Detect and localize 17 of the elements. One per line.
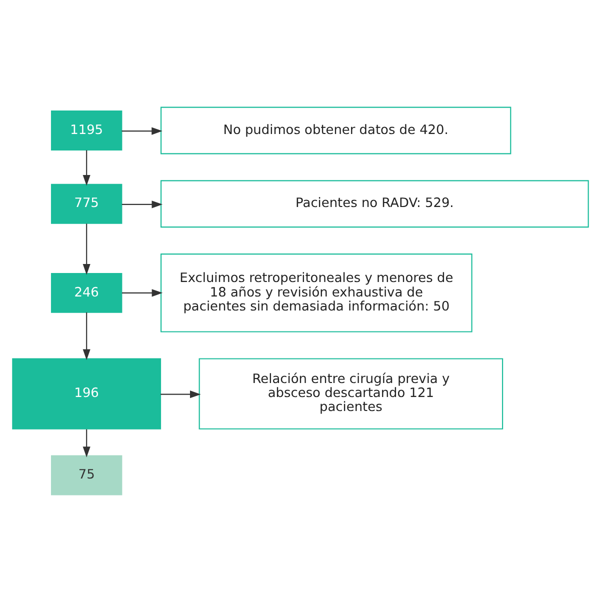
node-box: Excluimos retroperitoneales y menores de 18 años y revisión exhaustiva de pacientes sin demasiada información: 50	[160, 253, 472, 332]
arrow	[122, 200, 163, 208]
arrow	[82, 223, 90, 274]
arrow	[160, 390, 201, 398]
node-box: No pudimos obtener datos de 420.	[160, 106, 512, 154]
node-box: 196	[12, 358, 162, 429]
node-box: Relación entre cirugía previa y absceso descartando 121 pacientes	[198, 358, 504, 429]
node-box: Pacientes no RADV: 529.	[160, 180, 589, 228]
node-box: 75	[50, 454, 122, 495]
node-box: 775	[50, 183, 122, 224]
arrow	[82, 150, 90, 186]
node-box: 1195	[50, 110, 122, 150]
arrow	[122, 288, 163, 296]
arrow	[122, 126, 162, 134]
arrow	[82, 428, 90, 457]
node-box: 246	[50, 272, 122, 312]
arrow	[82, 312, 90, 360]
